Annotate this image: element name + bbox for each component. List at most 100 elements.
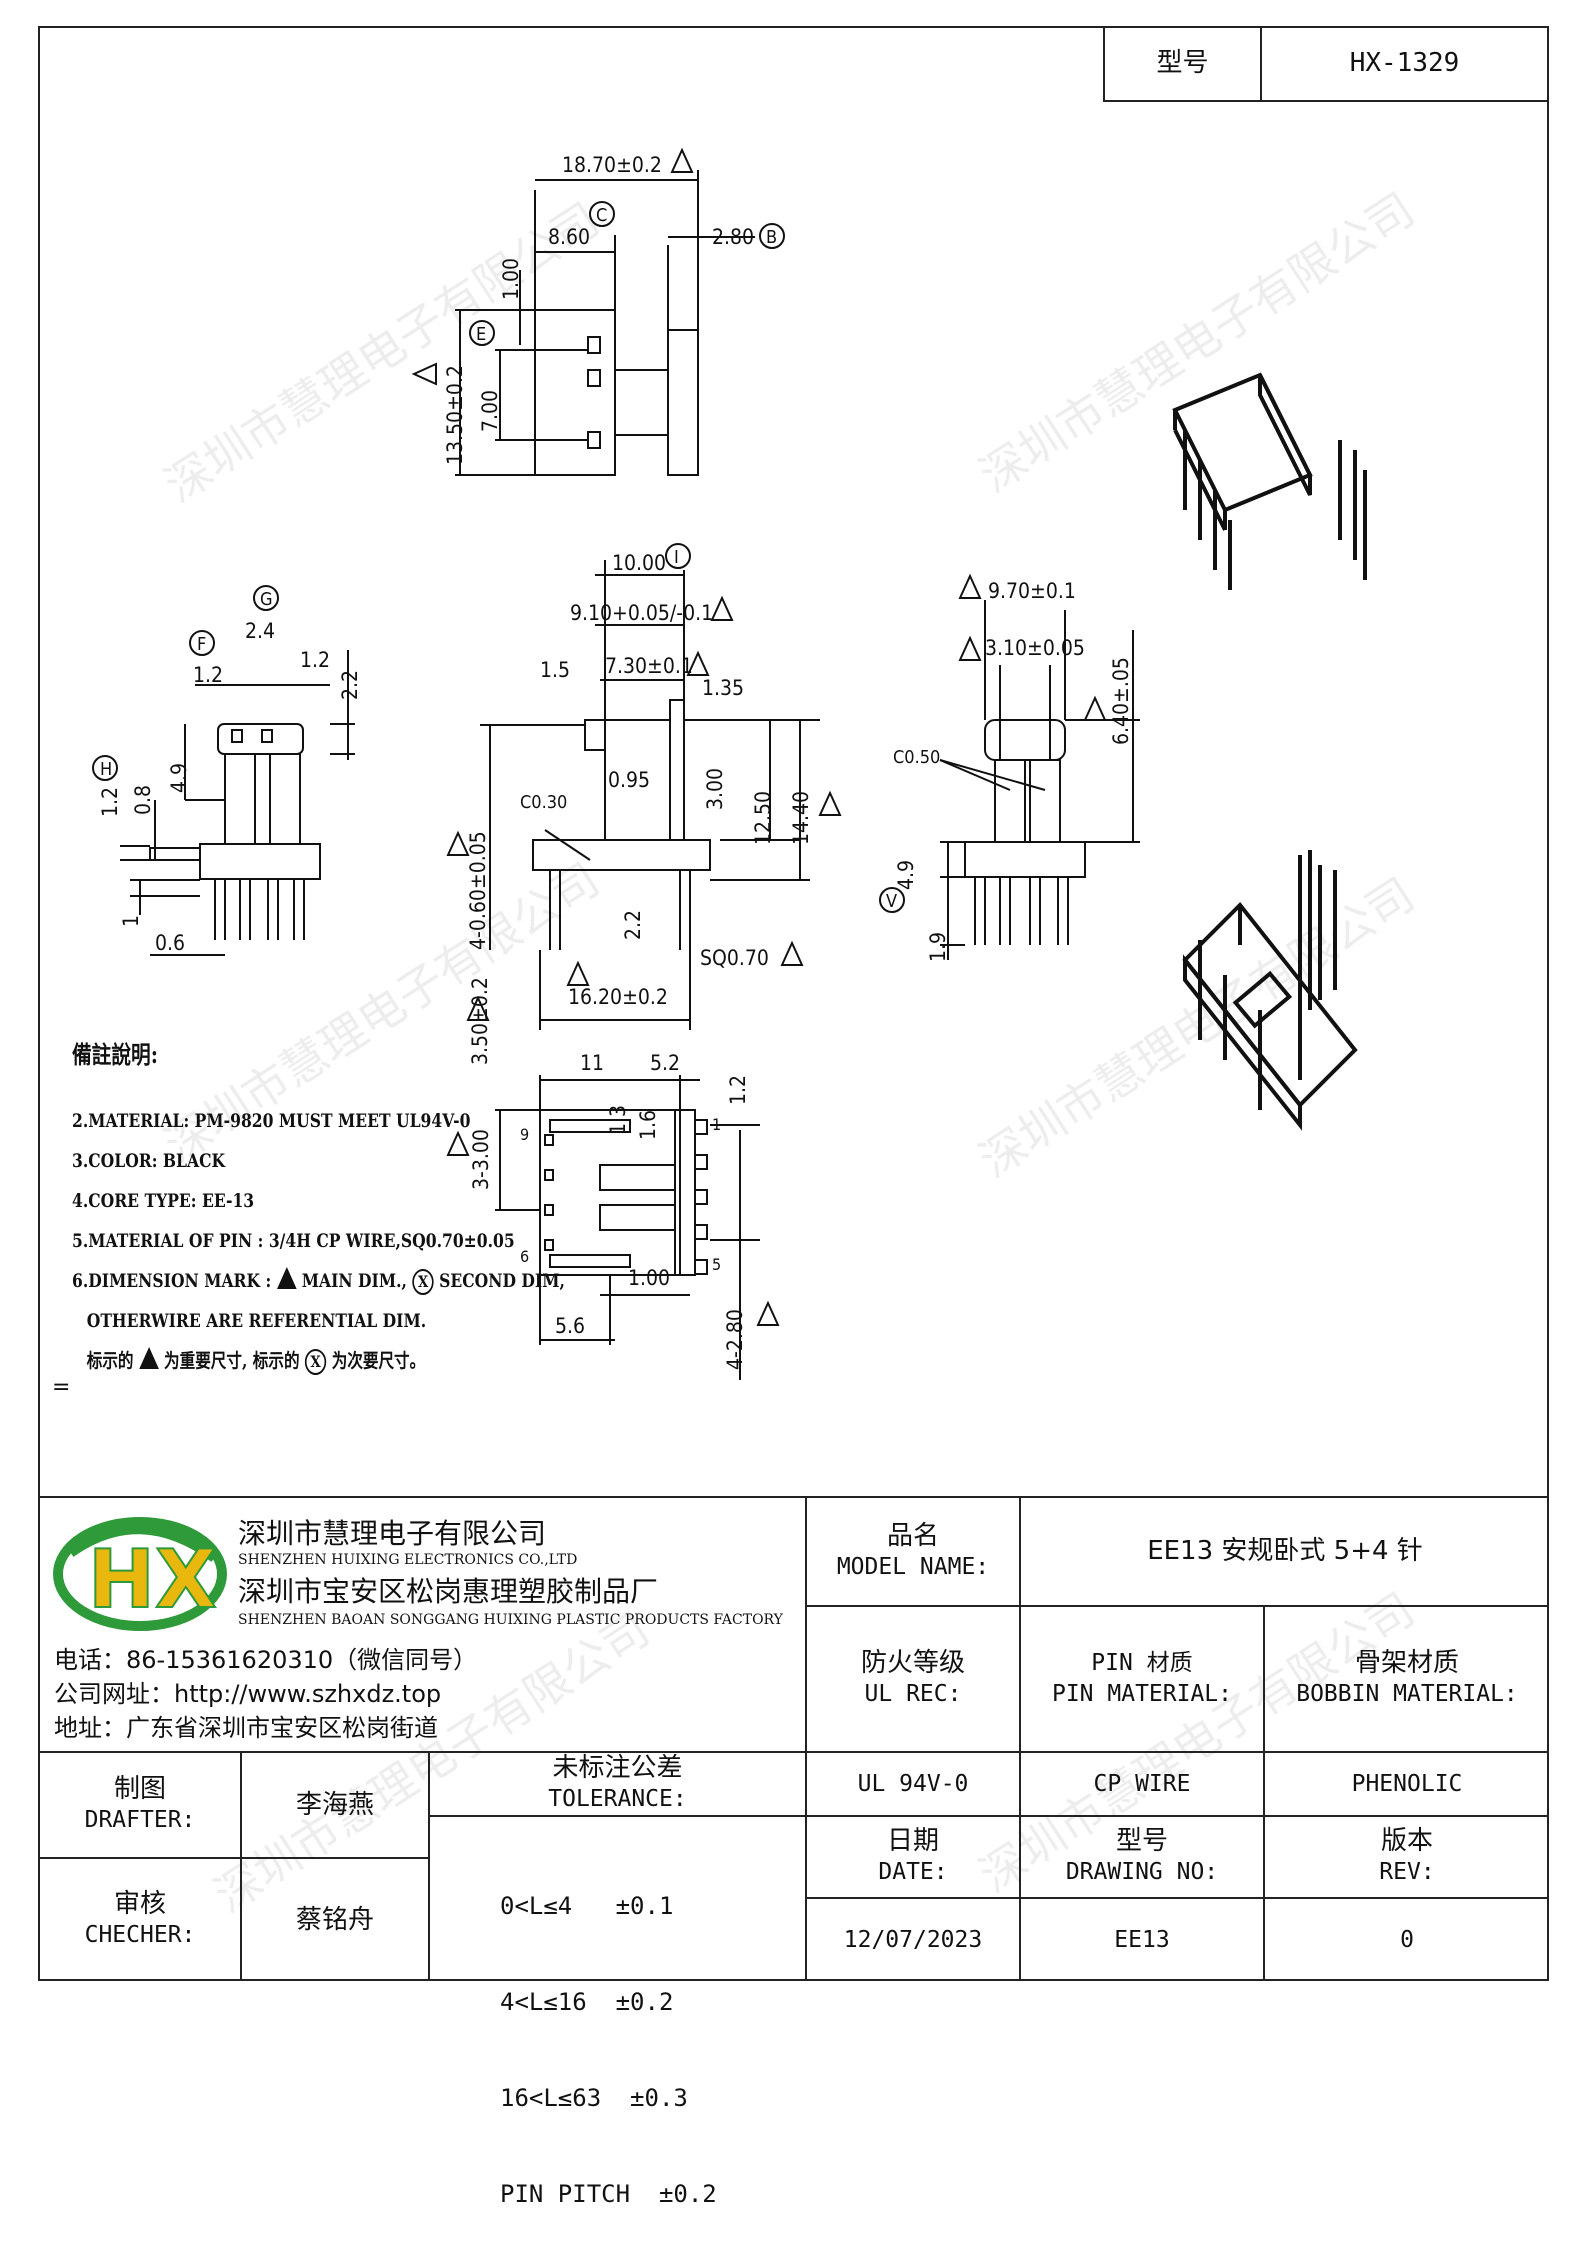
pin-material-label: PIN 材质 PIN MATERIAL: <box>1021 1607 1263 1751</box>
dim-front-095: 0.95 <box>608 768 650 792</box>
note-color: 3.COLOR: BLACK <box>72 1150 226 1172</box>
tolerance-label-en: TOLERANCE: <box>548 1786 687 1812</box>
note-chinese: 标示的 为重要尺寸, 标示的 X 为次要尺寸。 <box>72 1341 565 1381</box>
dim-front-910: 9.10+0.05/-0.1 <box>570 601 713 625</box>
technical-drawing: 18.70±0.2 8.60 2.80 1.00 13.50±0.2 7.00 … <box>92 147 1367 1380</box>
ul-rec-label: 防火等级 UL REC: <box>807 1607 1019 1751</box>
pin-material-label-cn: PIN 材质 <box>1091 1650 1193 1676</box>
dim-front-1440: 14.40 <box>789 791 813 845</box>
isometric-view-top <box>1172 372 1367 590</box>
rev-label: 版本 REV: <box>1265 1817 1549 1897</box>
grid-line <box>240 1751 242 1981</box>
mark-h: H <box>100 759 112 780</box>
company-address: 地址：广东省深圳市宝安区松岗街道 <box>54 1714 438 1742</box>
date-value-text: 12/07/2023 <box>843 1926 983 1953</box>
dim-right-640: 6.40±.05 <box>1109 657 1133 745</box>
dim-bottom-52: 5.2 <box>650 1051 680 1075</box>
rev-label-en: REV: <box>1379 1859 1435 1885</box>
pin-number-9: 9 <box>520 1125 529 1144</box>
drafter-label-cn: 制图 <box>113 1774 166 1804</box>
dim-bottom-12: 1.2 <box>726 1075 750 1105</box>
pin-material-label-en: PIN MATERIAL: <box>1051 1681 1232 1707</box>
company-block: HX 深圳市慧理电子有限公司 SHENZHEN HUIXING ELECTRON… <box>40 1498 805 1754</box>
ul-rec-value: UL 94V-0 <box>807 1753 1019 1815</box>
mark-c: C <box>596 205 607 226</box>
checker-label-en: CHECHER: <box>84 1922 196 1948</box>
drawing-no-label-en: DRAWING NO: <box>1065 1859 1219 1885</box>
drafter-value-text: 李海燕 <box>295 1789 374 1820</box>
mark-v: V <box>886 891 897 912</box>
rev-label-cn: 版本 <box>1380 1826 1433 1856</box>
note-referential: OTHERWIRE ARE REFERENTIAL DIM. <box>86 1310 427 1332</box>
tolerance-line: 4<L≤16 ±0.2 <box>500 1988 674 2016</box>
tolerance-line: 16<L≤63 ±0.3 <box>500 2084 688 2112</box>
dim-front-730: 7.30±0.1 <box>605 654 693 678</box>
dim-front-sq: SQ0.70 <box>700 946 769 970</box>
triangle-mark-icon <box>138 1347 159 1369</box>
header-model-value-cell: HX-1329 <box>1260 26 1549 102</box>
mark-g: G <box>260 589 273 610</box>
dim-front-1000: 10.00 <box>612 551 666 575</box>
header-model-label-cell: 型号 <box>1103 26 1262 102</box>
note-dimension-mark: 6.DIMENSION MARK : MAIN DIM., X SECOND D… <box>72 1261 565 1301</box>
tolerance-label: 未标注公差 TOLERANCE: <box>430 1753 805 1815</box>
drawing-frame <box>38 26 1549 1981</box>
mark-b: B <box>766 227 777 248</box>
dim-bottom-13: 1.3 <box>606 1105 630 1135</box>
factory-name-cn: 深圳市宝安区松岗惠理塑胶制品厂 <box>238 1575 659 1608</box>
rev-value: 0 <box>1265 1899 1549 1981</box>
checker-label-cn: 审核 <box>113 1889 166 1919</box>
title-block-top-line <box>38 1496 1549 1498</box>
date-label-cn: 日期 <box>886 1826 939 1856</box>
company-logo-text: HX <box>88 1533 217 1626</box>
company-website: 公司网址：http://www.szhxdz.top <box>54 1680 442 1708</box>
factory-name-en: SHENZHEN BAOAN SONGGANG HUIXING PLASTIC … <box>238 1612 783 1628</box>
note-main-dim: MAIN DIM., <box>301 1270 407 1292</box>
ul-rec-label-cn: 防火等级 <box>860 1648 965 1678</box>
date-value: 12/07/2023 <box>807 1899 1019 1981</box>
bottom-view: 11 5.2 1.3 1.6 1.2 3-3.00 1.00 5.6 4-2.8… <box>446 1051 780 1380</box>
dim-top-700: 7.00 <box>478 390 502 432</box>
company-name-cn: 深圳市慧理电子有限公司 <box>238 1517 547 1550</box>
model-name-label-cn: 品名 <box>886 1520 939 1551</box>
model-name-label-en: MODEL NAME: <box>836 1553 990 1580</box>
pin-number-1: 1 <box>712 1115 721 1134</box>
bobbin-material-label-en: BOBBIN MATERIAL: <box>1296 1681 1518 1707</box>
note-chinese-part1: 标示的 <box>86 1350 134 1372</box>
ul-rec-value-text: UL 94V-0 <box>857 1770 969 1797</box>
grid-line <box>428 1815 1549 1817</box>
checker-value-text: 蔡铭舟 <box>295 1904 374 1935</box>
dim-left-08: 0.8 <box>131 785 155 815</box>
dim-front-300: 3.00 <box>703 768 727 810</box>
left-view: 2.4 1.2 1.2 2.2 4.9 0.8 1.2 1 0.6 G F H <box>92 585 362 956</box>
dim-left-1: 1 <box>119 915 143 927</box>
mark-i: I <box>674 547 679 568</box>
dim-front-15: 1.5 <box>540 658 570 682</box>
header-model-value: HX-1329 <box>1349 47 1460 78</box>
note-chinese-part3: 为次要尺寸。 <box>331 1350 426 1372</box>
company-name-en: SHENZHEN HUIXING ELECTRONICS CO.,LTD <box>238 1552 578 1568</box>
model-name-value-text: EE13 安规卧式 5+4 针 <box>1147 1536 1423 1566</box>
company-logo: HX <box>53 1517 227 1631</box>
dim-left-49: 4.9 <box>167 763 191 793</box>
drafter-label-en: DRAFTER: <box>84 1807 196 1833</box>
top-view: 18.70±0.2 8.60 2.80 1.00 13.50±0.2 7.00 … <box>411 147 785 476</box>
drawing-no-label-cn: 型号 <box>1115 1826 1168 1856</box>
dim-right-310: 3.10±0.05 <box>985 636 1085 660</box>
mark-f: F <box>197 634 206 655</box>
note-second-dim: SECOND DIM, <box>439 1270 565 1292</box>
dim-top-100: 1.00 <box>499 258 523 300</box>
model-name-value: EE13 安规卧式 5+4 针 <box>1021 1498 1549 1605</box>
dim-front-350: 3.50±0.2 <box>468 977 492 1065</box>
dim-bottom-3300: 3-3.00 <box>469 1129 493 1190</box>
note-core-type: 4.CORE TYPE: EE-13 <box>72 1190 255 1212</box>
front-view: 10.00 9.10+0.05/-0.1 1.5 7.30±0.1 1.35 C… <box>446 543 842 1065</box>
pin-number-5: 5 <box>712 1255 721 1274</box>
dim-front-22: 2.2 <box>621 910 645 940</box>
company-phone: 电话：86-15361620310（微信同号） <box>54 1646 478 1674</box>
dim-top-86: 8.60 <box>548 225 590 249</box>
dim-front-1620: 16.20±0.2 <box>568 985 668 1009</box>
grid-line <box>1019 1496 1021 1981</box>
tolerance-values: 0<L≤4 ±0.1 4<L≤16 ±0.2 16<L≤63 ±0.3 PIN … <box>500 1826 717 2242</box>
mark-e: E <box>476 324 486 345</box>
